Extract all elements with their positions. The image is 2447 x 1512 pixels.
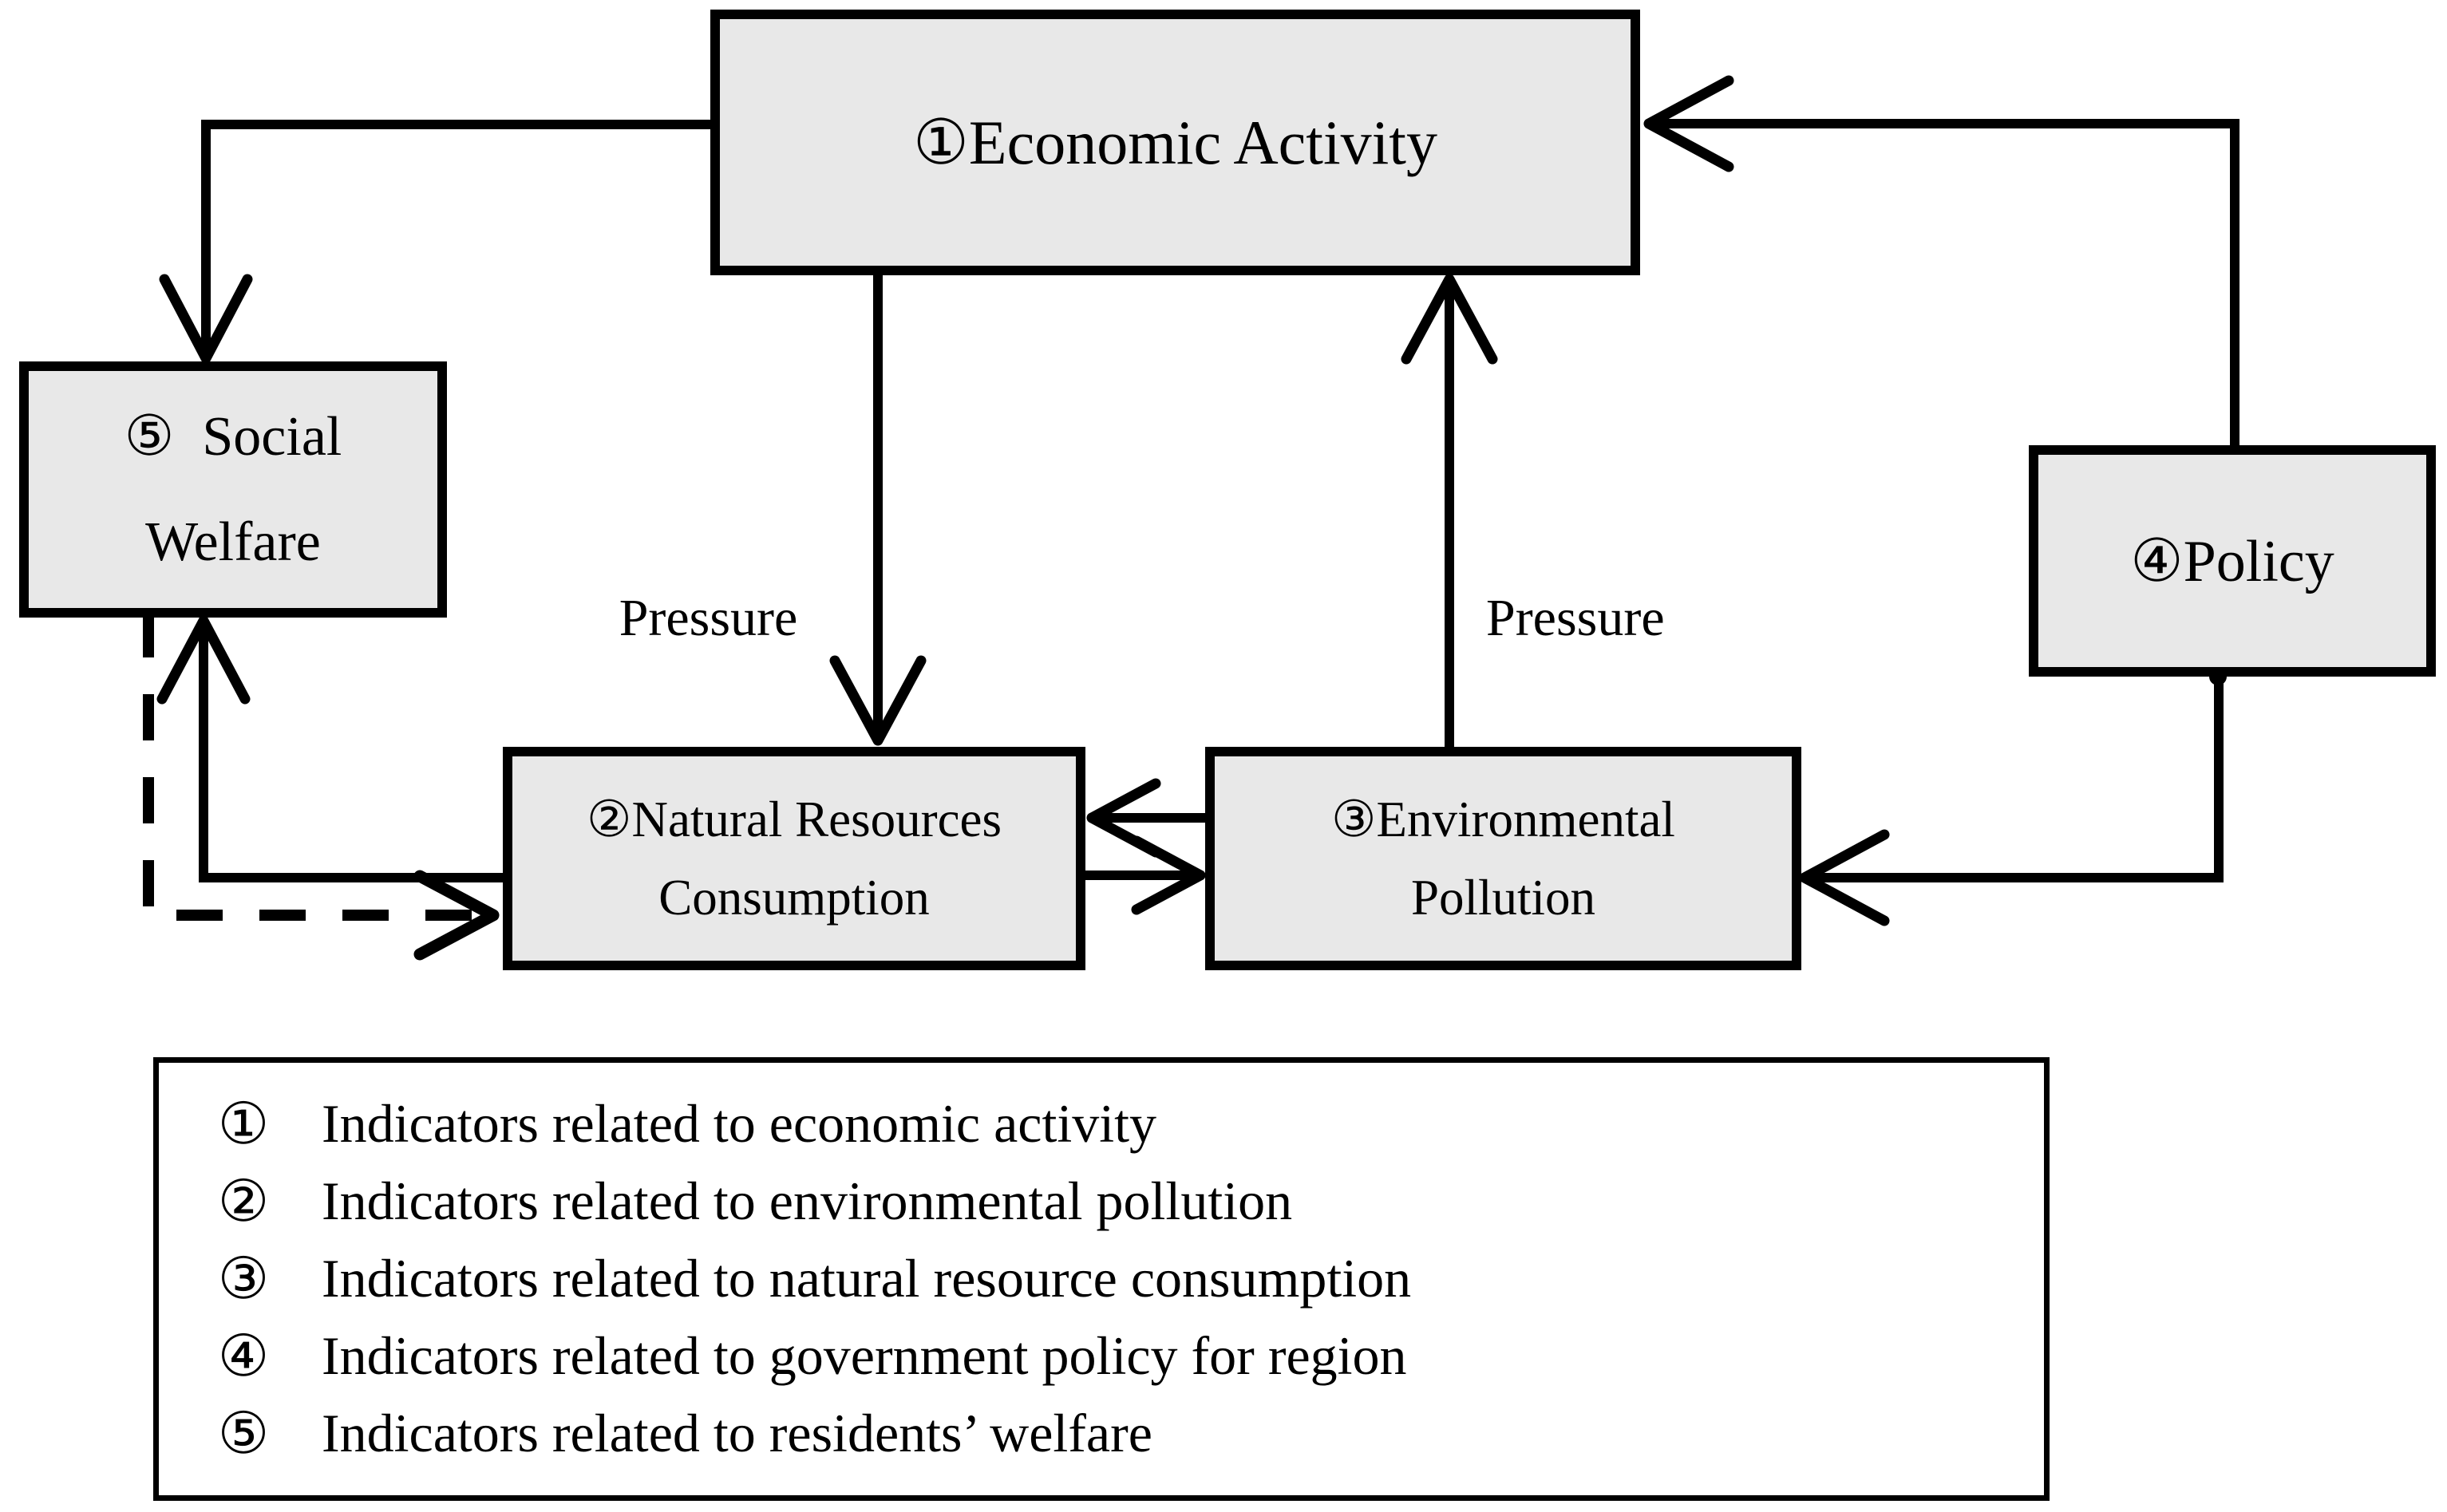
node-environmental-pollution-label-line2: Pollution [1410, 870, 1596, 926]
arrow-economic-to-social-welfare [159, 120, 714, 364]
node-social-welfare-label-line2: Welfare [145, 511, 321, 573]
legend-item-1-text: Indicators related to economic activity [322, 1093, 1157, 1154]
legend-item-1: ① Indicators related to economic activit… [207, 1085, 2044, 1163]
legend-item-2-text: Indicators related to environmental poll… [322, 1171, 1293, 1231]
node-natural-resources-consumption: ②Natural Resources Consumption [503, 747, 1085, 970]
node-environmental-pollution: ③Environmental Pollution [1205, 747, 1801, 970]
legend-item-1-number: ① [217, 1092, 270, 1156]
legend-item-3-number: ③ [217, 1247, 270, 1311]
arrowhead-up-icon [156, 615, 251, 705]
arrowhead-up-icon [1401, 274, 1498, 365]
legend-item-2: ② Indicators related to environmental po… [207, 1163, 2044, 1240]
arrowhead-left-icon [1643, 75, 1734, 172]
arrow-social-to-natural-dashed [143, 611, 500, 961]
arrowhead-right-icon [1131, 835, 1206, 915]
arrow-pollution-to-natural-upper [1086, 778, 1212, 858]
legend-item-4: ④ Indicators related to government polic… [207, 1317, 2044, 1395]
arrow-natural-to-pollution-lower [1079, 835, 1206, 915]
legend-item-3-text: Indicators related to natural resource c… [322, 1248, 1412, 1309]
node-policy: ④Policy [2029, 445, 2436, 677]
node-natural-resources-label-line2: Consumption [658, 870, 930, 926]
node-social-welfare-label-line1: ⑤ Social [124, 405, 342, 468]
arrow-shaft [201, 120, 714, 354]
legend-item-5-number: ⑤ [217, 1402, 270, 1466]
legend-box: ① Indicators related to economic activit… [153, 1057, 2050, 1501]
arrow-natural-to-social-welfare [156, 615, 519, 882]
pressure-label-left: Pressure [619, 589, 798, 647]
arrowhead-down-icon [159, 274, 253, 364]
arrow-economic-to-natural-resources [829, 271, 927, 746]
arrowhead-left-icon [1799, 829, 1890, 926]
node-economic-activity-label: ①Economic Activity [913, 107, 1437, 177]
node-social-welfare: ⑤ Social Welfare [19, 361, 447, 618]
arrowhead-right-icon [413, 870, 500, 961]
arrow-shaft [199, 626, 519, 882]
node-policy-label: ④Policy [2130, 528, 2334, 594]
arrow-shaft [1809, 672, 2224, 882]
arrow-pollution-to-economic [1401, 274, 1498, 747]
node-environmental-pollution-label-line1: ③Environmental [1331, 792, 1675, 847]
legend-item-2-number: ② [217, 1170, 270, 1234]
arrowhead-down-icon [829, 655, 927, 746]
arrow-policy-to-pollution [1799, 668, 2227, 926]
node-natural-resources-label-line1: ②Natural Resources [586, 792, 1002, 847]
dashed-arrow-shaft [143, 611, 479, 921]
legend-item-3: ③ Indicators related to natural resource… [207, 1240, 2044, 1317]
arrow-shaft [1654, 119, 2239, 455]
legend-item-5-text: Indicators related to residents’ welfare [322, 1403, 1152, 1463]
legend-item-4-number: ④ [217, 1324, 270, 1388]
node-economic-activity: ①Economic Activity [710, 10, 1640, 275]
pressure-label-right: Pressure [1486, 589, 1665, 647]
legend-item-5: ⑤ Indicators related to residents’ welfa… [207, 1395, 2044, 1472]
arrow-policy-to-economic [1643, 75, 2239, 455]
legend-item-4-text: Indicators related to government policy … [322, 1325, 1407, 1386]
